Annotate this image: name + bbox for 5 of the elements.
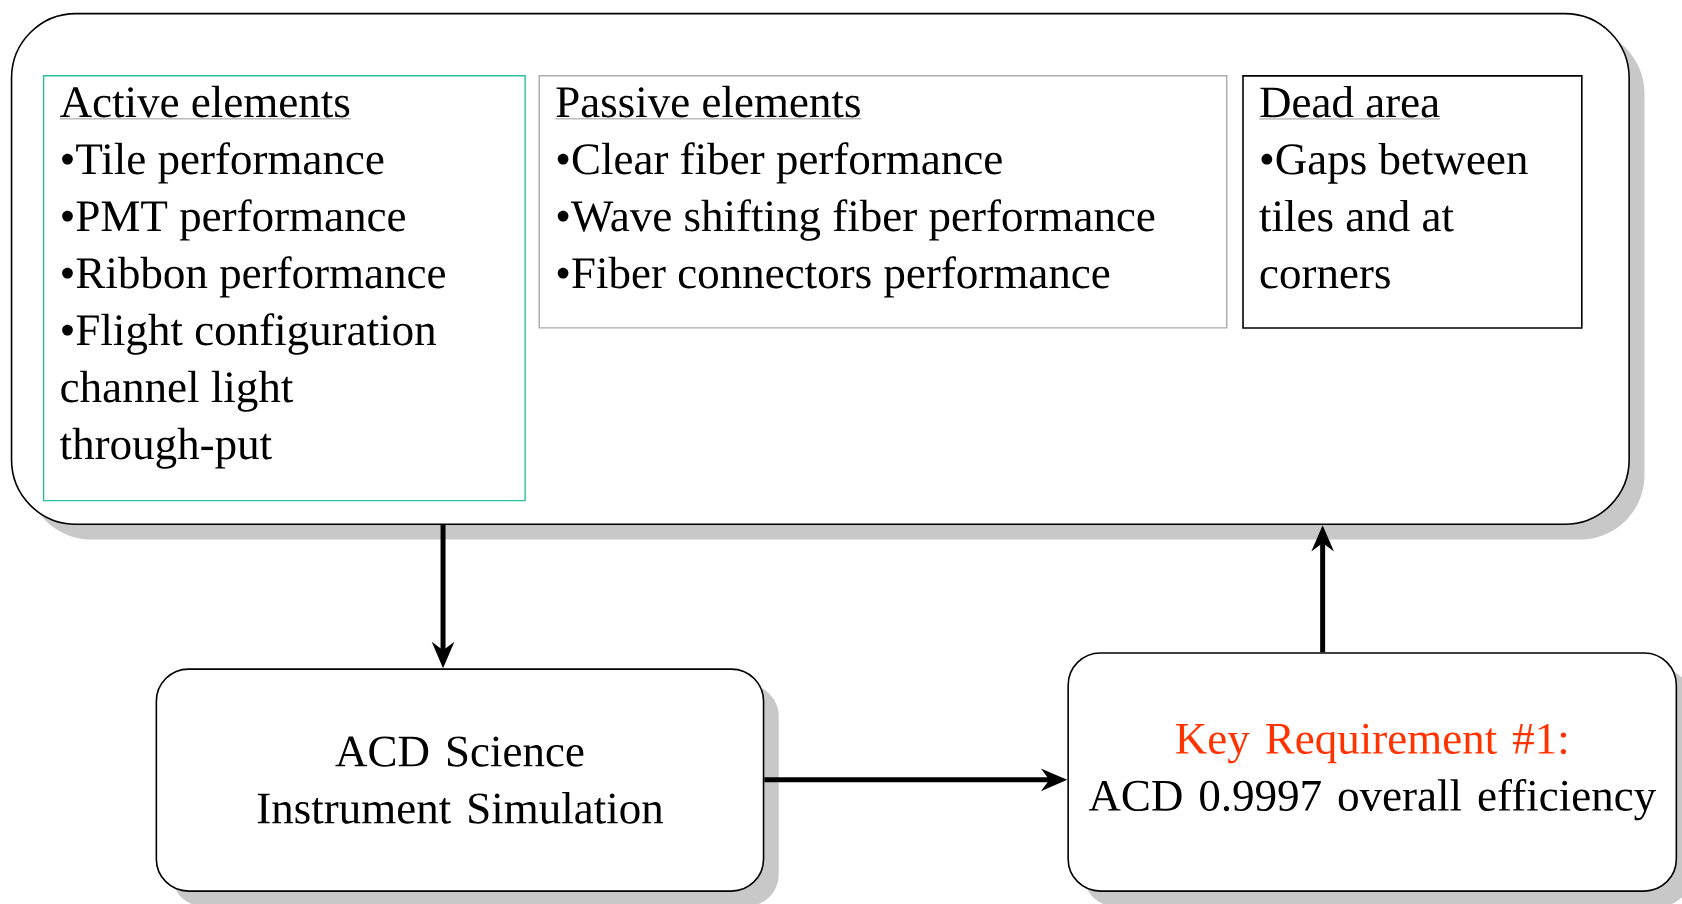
requirement-box: Key Requirement #1: ACD 0.9997 overall efficiency bbox=[1067, 652, 1682, 904]
list-box: Active elements •Tile performance •PMT performance •Ribbon performance •Flight configuration channel light through-put bbox=[42, 75, 526, 502]
process-box: ACD Science Instrument Simulation bbox=[155, 668, 779, 904]
list-box: Dead area •Gaps between tiles and at corners bbox=[1242, 75, 1583, 329]
list-box: Passive elements •Clear fiber performance •Wave shifting fiber performance •Fiber connectors performance bbox=[538, 75, 1228, 329]
